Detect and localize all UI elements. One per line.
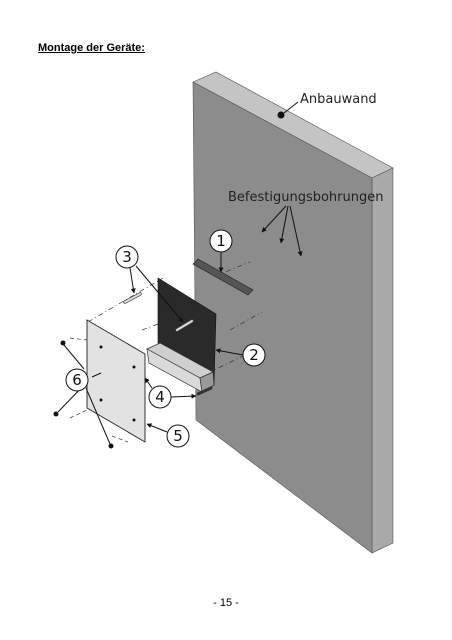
wall bbox=[192, 71, 394, 554]
callout-3-label: 3 bbox=[122, 248, 132, 266]
mounting-pins bbox=[123, 292, 194, 332]
callout-1: 1 bbox=[209, 229, 233, 273]
page-heading: Montage der Geräte: bbox=[38, 42, 145, 54]
wall-label-leader bbox=[283, 101, 299, 114]
glass-dashes bbox=[69, 337, 129, 443]
glass-screws bbox=[53, 340, 114, 449]
wall-label: Anbauwand bbox=[300, 92, 377, 107]
wall-marker-dot bbox=[277, 111, 285, 119]
callout-4: 4 bbox=[144, 377, 197, 409]
callout-5: 5 bbox=[146, 423, 190, 448]
callout-3: 3 bbox=[115, 245, 184, 323]
wall-side-face bbox=[371, 167, 394, 554]
holes-label: Befestigungsbohrungen bbox=[228, 190, 384, 205]
fixing-screw bbox=[196, 386, 213, 396]
callout-6-label: 6 bbox=[72, 371, 82, 389]
callout-4-label: 4 bbox=[155, 388, 165, 406]
callout-2-label: 2 bbox=[249, 346, 259, 364]
callout-1-label: 1 bbox=[216, 232, 226, 250]
callout-5-label: 5 bbox=[173, 427, 183, 445]
wall-bracket bbox=[192, 258, 254, 296]
glass-panel bbox=[86, 319, 146, 443]
callout-2: 2 bbox=[215, 343, 266, 367]
page-number: - 15 - bbox=[213, 597, 239, 609]
holes-arrows bbox=[261, 205, 303, 257]
glass-fixing-points bbox=[99, 345, 136, 422]
callout-6: 6 bbox=[65, 368, 89, 392]
